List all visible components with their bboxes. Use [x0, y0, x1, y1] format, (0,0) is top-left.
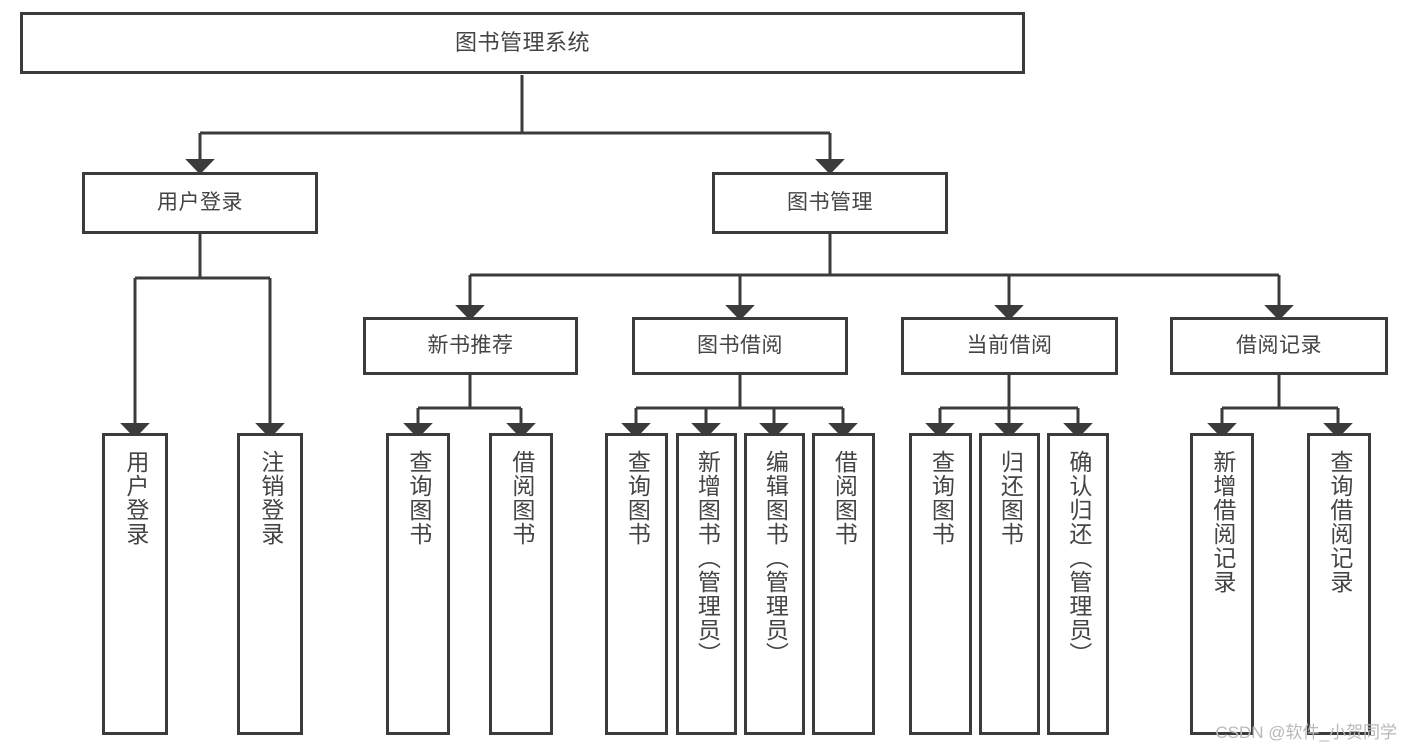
node-current-borrow[interactable]: 当前借阅 — [901, 317, 1118, 375]
node-label: 归还图书 — [997, 450, 1024, 546]
node-label: 查询图书 — [405, 450, 432, 546]
node-label: 查询图书 — [624, 450, 651, 546]
node-label: 借阅图书 — [831, 450, 858, 546]
watermark: CSDN @软件_小贺同学 — [1215, 723, 1397, 742]
leaf-borrow-book-2[interactable]: 借阅图书 — [812, 433, 875, 735]
node-label: 新书推荐 — [427, 333, 514, 357]
node-label: 用户登录 — [122, 450, 149, 546]
leaf-borrow-book-1[interactable]: 借阅图书 — [489, 433, 553, 735]
node-label: 编辑图书（管理员） — [762, 450, 789, 666]
leaf-query-book-1[interactable]: 查询图书 — [386, 433, 450, 735]
node-label: 用户登录 — [157, 190, 243, 214]
leaf-user-login[interactable]: 用户登录 — [102, 433, 168, 735]
node-user-login[interactable]: 用户登录 — [82, 172, 318, 234]
node-label: 查询图书 — [928, 450, 955, 546]
node-label: 确认归还（管理员） — [1065, 450, 1092, 666]
node-book-borrow[interactable]: 图书借阅 — [632, 317, 848, 375]
leaf-logout[interactable]: 注销登录 — [237, 433, 303, 735]
node-label: 查询借阅记录 — [1326, 450, 1353, 594]
node-label: 借阅图书 — [508, 450, 535, 546]
node-new-book-recommend[interactable]: 新书推荐 — [363, 317, 578, 375]
leaf-add-book[interactable]: 新增图书（管理员） — [676, 433, 737, 735]
node-label: 当前借阅 — [966, 333, 1053, 357]
node-book-management-system[interactable]: 图书管理系统 — [20, 12, 1025, 74]
node-label: 图书管理 — [787, 190, 873, 214]
leaf-add-record[interactable]: 新增借阅记录 — [1190, 433, 1254, 735]
leaf-confirm-return[interactable]: 确认归还（管理员） — [1047, 433, 1109, 735]
node-label: 图书借阅 — [697, 333, 783, 357]
leaf-query-book-3[interactable]: 查询图书 — [909, 433, 972, 735]
leaf-return-book[interactable]: 归还图书 — [979, 433, 1040, 735]
node-label: 注销登录 — [257, 450, 284, 546]
leaf-edit-book[interactable]: 编辑图书（管理员） — [744, 433, 805, 735]
node-label: 借阅记录 — [1236, 333, 1322, 357]
node-label: 新增图书（管理员） — [694, 450, 721, 666]
node-label: 新增借阅记录 — [1209, 450, 1236, 594]
node-label: 图书管理系统 — [454, 30, 590, 56]
node-borrow-record[interactable]: 借阅记录 — [1170, 317, 1388, 375]
node-book-management[interactable]: 图书管理 — [712, 172, 948, 234]
leaf-query-book-2[interactable]: 查询图书 — [605, 433, 668, 735]
leaf-query-record[interactable]: 查询借阅记录 — [1307, 433, 1371, 735]
